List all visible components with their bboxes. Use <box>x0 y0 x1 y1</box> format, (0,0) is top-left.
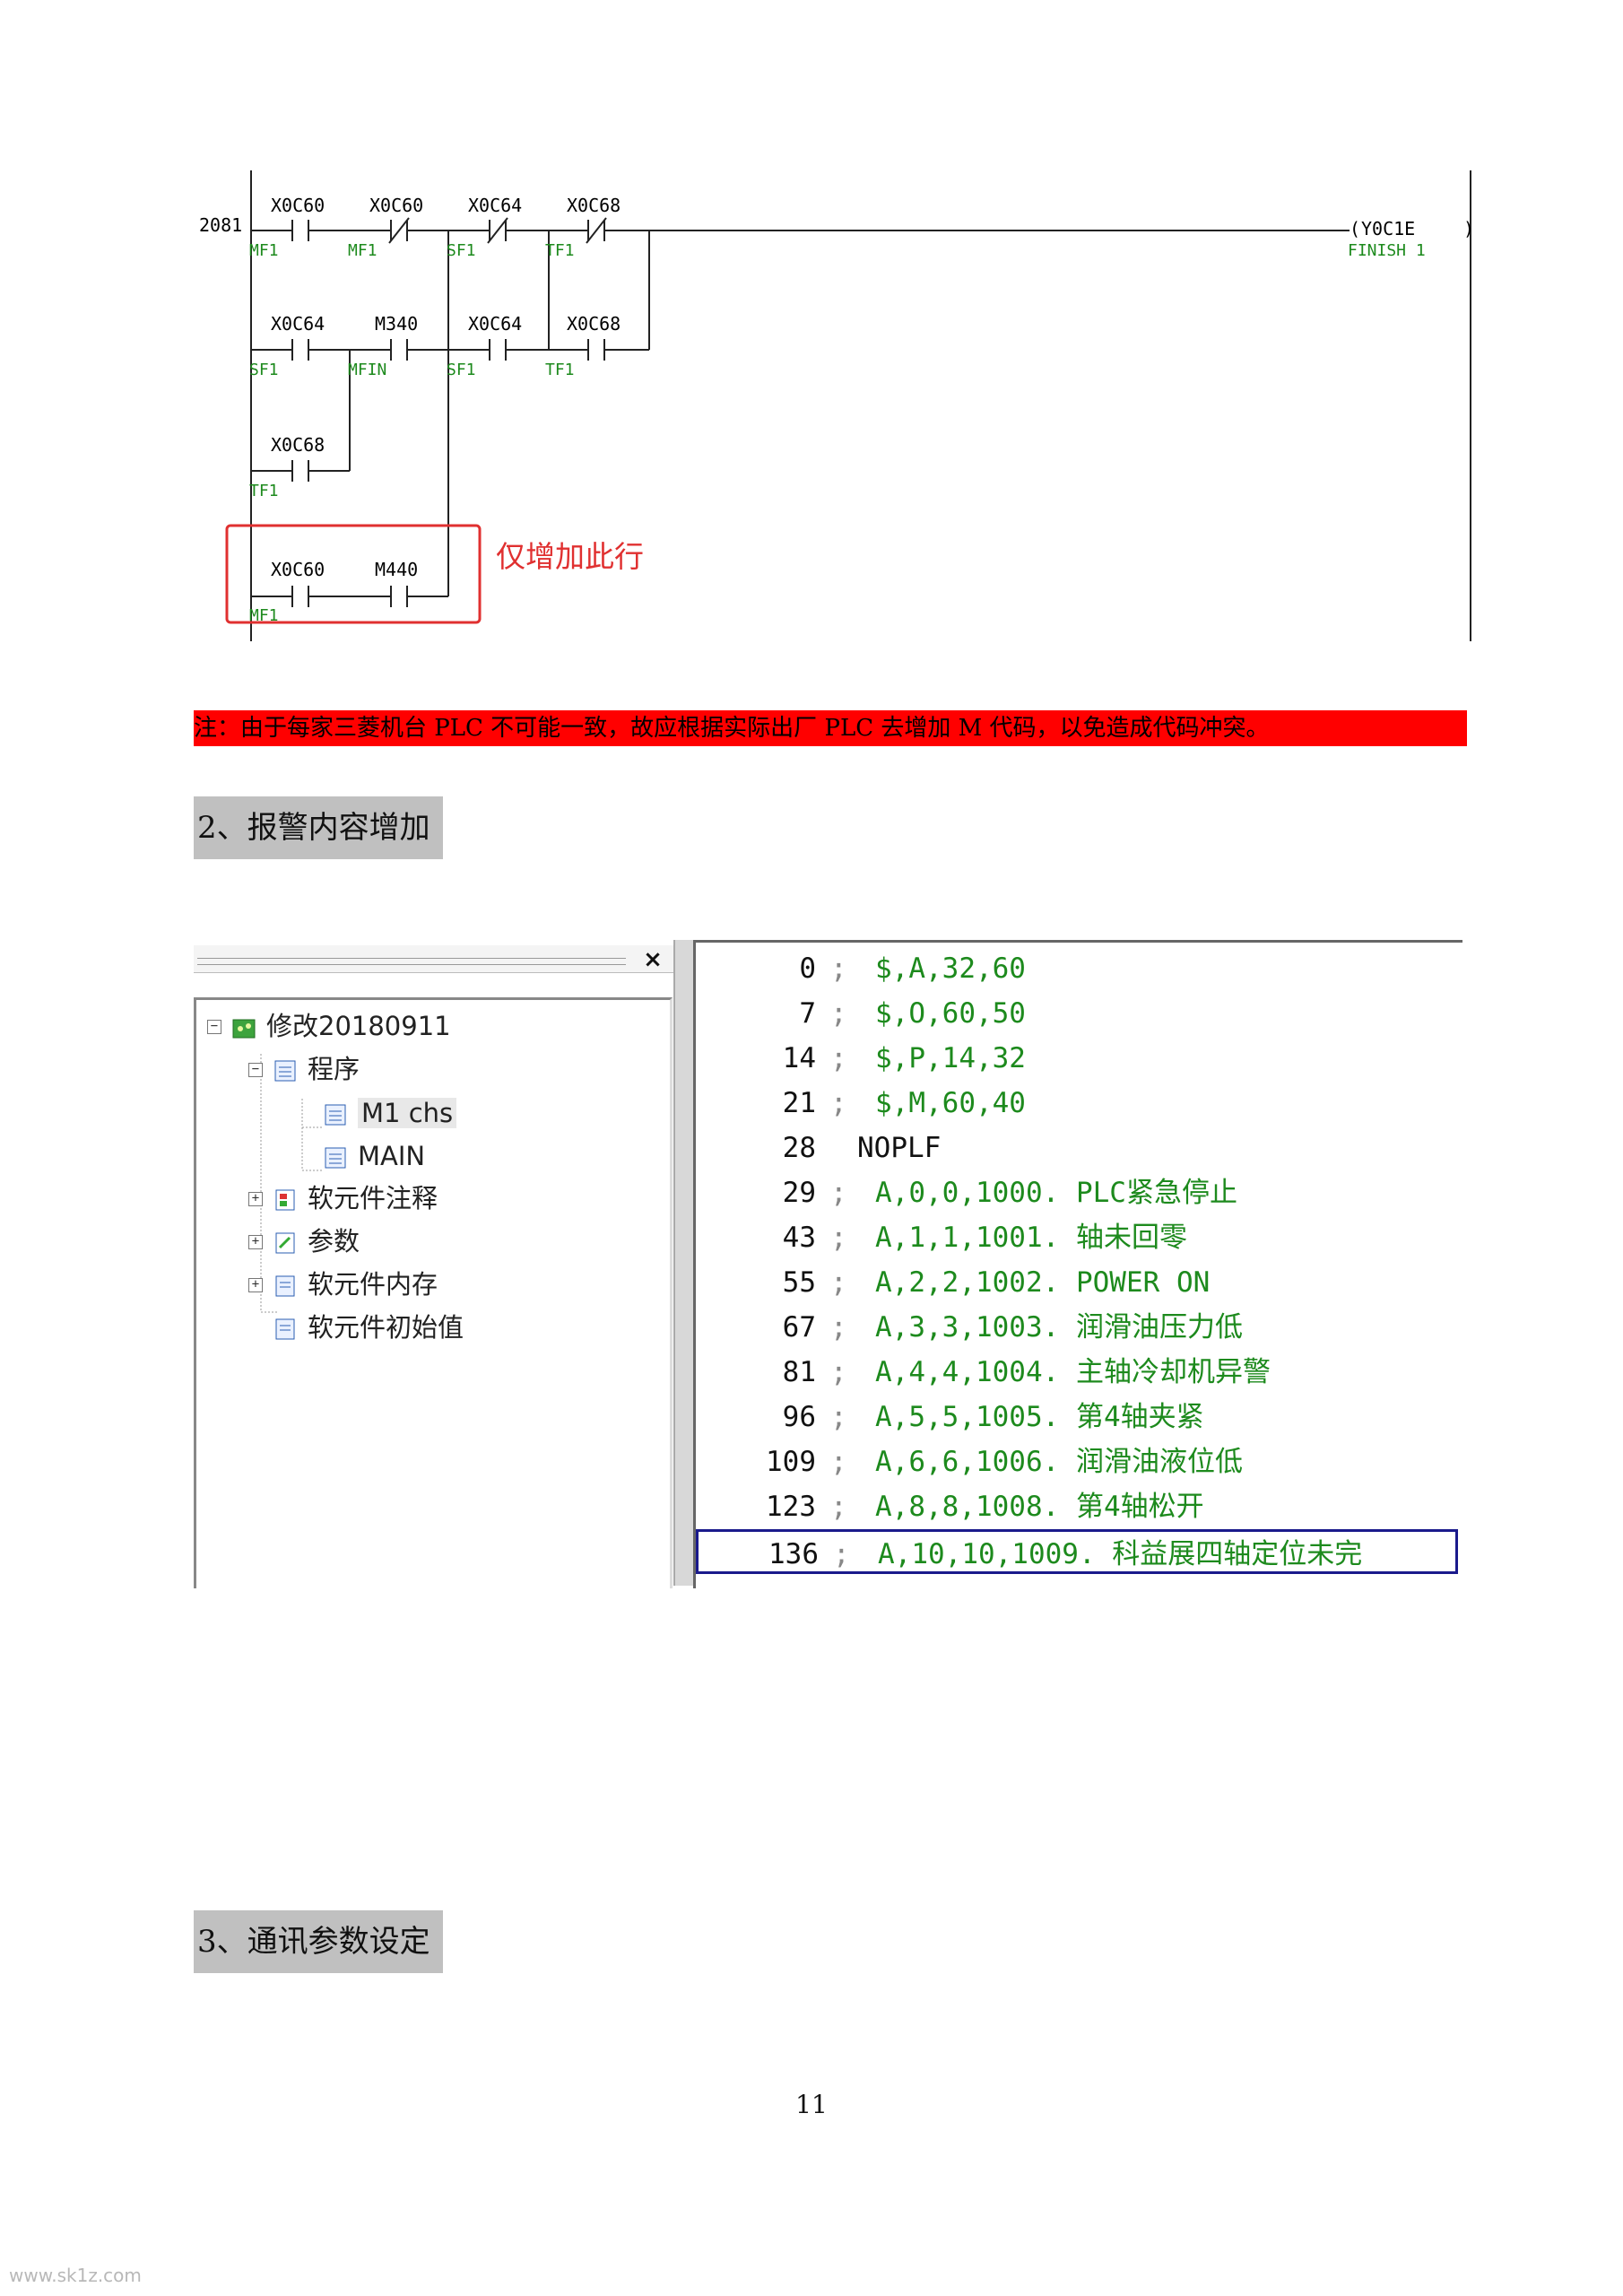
tree-guides <box>260 1054 322 1313</box>
device-label: M440 <box>375 559 418 580</box>
annotation-label: 仅增加此行 <box>496 539 644 574</box>
code-line[interactable]: 96;A,5,5,1005. 第4轴夹紧 <box>782 1401 1204 1433</box>
coil-open: ( <box>1350 218 1360 239</box>
device-label: M340 <box>375 313 418 335</box>
device-comment: SF1 <box>249 361 279 379</box>
device-label: X0C64 <box>271 313 325 335</box>
device-init-icon <box>275 1318 295 1340</box>
device-label: X0C60 <box>271 195 325 216</box>
device-comment: MF1 <box>249 241 279 260</box>
tree-node-m1chs[interactable]: M1 chs <box>322 1095 457 1131</box>
code-line-selected[interactable]: 136;A,10,10,1009. 科益展四轴定位未完 <box>696 1529 1458 1574</box>
device-label: X0C68 <box>567 195 621 216</box>
contact-r2c4 <box>583 339 610 361</box>
device-label: X0C60 <box>369 195 423 216</box>
code-line[interactable]: 67;A,3,3,1003. 润滑油压力低 <box>782 1311 1243 1344</box>
tree-node-label: 修改20180911 <box>266 1011 451 1041</box>
contact-r2c1 <box>287 339 314 361</box>
contact-r2c2 <box>386 339 412 361</box>
tree-node-project[interactable]: 修改20180911 <box>230 1008 451 1044</box>
expander-parameter[interactable]: + <box>248 1235 263 1249</box>
ladder-file-icon <box>325 1104 346 1126</box>
contact-r1c4 <box>583 217 610 244</box>
tree-node-parameter[interactable]: 参数 <box>272 1223 360 1259</box>
tree-node-device-memory[interactable]: 软元件内存 <box>272 1266 438 1302</box>
code-line[interactable]: 81;A,4,4,1004. 主轴冷却机异警 <box>782 1356 1271 1388</box>
expander-project[interactable]: − <box>207 1020 221 1034</box>
step-number: 2081 <box>199 214 242 236</box>
code-line[interactable]: 0;$,A,32,60 <box>799 952 1026 985</box>
contact-r1c1 <box>287 220 314 241</box>
contact-r2c3 <box>484 339 511 361</box>
contact-r1c2 <box>386 217 412 244</box>
code-line[interactable]: 14;$,P,14,32 <box>782 1042 1026 1074</box>
device-label: X0C60 <box>271 559 325 580</box>
section-3-title: 3、通讯参数设定 <box>194 1910 443 1973</box>
device-label: X0C68 <box>567 313 621 335</box>
tree-node-device-comment[interactable]: 软元件注释 <box>272 1180 438 1216</box>
code-line[interactable]: 109;A,6,6,1006. 润滑油液位低 <box>766 1446 1243 1478</box>
device-comment: MFIN <box>348 361 386 379</box>
code-line[interactable]: 29;A,0,0,1000. PLC紧急停止 <box>782 1177 1237 1209</box>
ladder-file-icon <box>325 1147 346 1169</box>
coil-device: Y0C1E <box>1361 218 1415 239</box>
pane-splitter[interactable] <box>673 940 695 1586</box>
expander-program[interactable]: − <box>248 1063 263 1077</box>
parameter-icon <box>275 1232 295 1254</box>
page-number: 11 <box>795 2090 828 2119</box>
watermark: www.sk1z.com <box>9 2265 142 2286</box>
tree-node-label: 软元件初始值 <box>308 1312 464 1343</box>
tree-node-label: 软元件内存 <box>308 1269 438 1300</box>
device-label: X0C64 <box>468 313 522 335</box>
project-tree: − 修改20180911 − 程序 M1 chs MAIN + 软元件注释 + … <box>194 997 673 1588</box>
tree-node-label: M1 chs <box>358 1098 457 1128</box>
device-comment: SF1 <box>447 241 476 260</box>
plc-editor-screenshot: × − 修改20180911 − 程序 M1 chs <box>194 940 1462 1588</box>
pane-titlebar: × <box>194 945 673 973</box>
tree-node-device-init[interactable]: 软元件初始值 <box>272 1309 464 1345</box>
close-button[interactable]: × <box>643 946 663 973</box>
tree-node-program[interactable]: 程序 <box>272 1051 360 1087</box>
expander-device-memory[interactable]: + <box>248 1278 263 1292</box>
program-folder-icon <box>274 1060 296 1082</box>
contact-r1c3 <box>484 217 511 244</box>
code-line[interactable]: 21;$,M,60,40 <box>782 1087 1026 1119</box>
ladder-diagram: 2081 <box>199 170 1474 641</box>
device-comment: MF1 <box>348 241 378 260</box>
code-line[interactable]: 123;A,8,8,1008. 第4轴松开 <box>766 1491 1204 1523</box>
section-2-title: 2、报警内容增加 <box>194 796 443 859</box>
contact-r3c1 <box>287 460 314 482</box>
code-editor[interactable]: 0;$,A,32,60 7;$,O,60,50 14;$,P,14,32 21;… <box>693 940 1462 1588</box>
device-comment: MF1 <box>249 606 279 625</box>
coil-comment: FINISH 1 <box>1348 241 1426 260</box>
device-label: X0C68 <box>271 434 325 456</box>
contact-r4c2 <box>386 586 412 607</box>
device-memory-icon <box>275 1275 295 1297</box>
comment-icon <box>275 1189 295 1211</box>
device-label: X0C64 <box>468 195 522 216</box>
coil-close: ) <box>1463 218 1474 239</box>
code-line[interactable]: 43;A,1,1,1001. 轴未回零 <box>782 1222 1187 1254</box>
tree-node-label: 参数 <box>308 1226 360 1257</box>
tree-node-label: 程序 <box>308 1054 360 1084</box>
note-banner: 注：由于每家三菱机台 PLC 不可能一致，故应根据实际出厂 PLC 去增加 M … <box>194 710 1467 746</box>
device-comment: SF1 <box>447 361 476 379</box>
project-tree-pane: × − 修改20180911 − 程序 M1 chs <box>194 940 673 1588</box>
device-comment: TF1 <box>249 482 279 500</box>
contact-r4c1 <box>287 586 314 607</box>
device-comment: TF1 <box>545 361 575 379</box>
highlight-box <box>225 524 482 624</box>
code-line[interactable]: 7;$,O,60,50 <box>799 997 1026 1030</box>
tree-node-label: 软元件注释 <box>308 1183 438 1213</box>
device-comment: TF1 <box>545 241 575 260</box>
code-line[interactable]: 55;A,2,2,1002. POWER ON <box>782 1266 1211 1299</box>
project-icon <box>232 1019 256 1039</box>
drag-grip[interactable] <box>197 958 626 965</box>
expander-comment[interactable]: + <box>248 1192 263 1206</box>
tree-node-label: MAIN <box>358 1141 426 1171</box>
tree-node-main[interactable]: MAIN <box>322 1138 425 1174</box>
